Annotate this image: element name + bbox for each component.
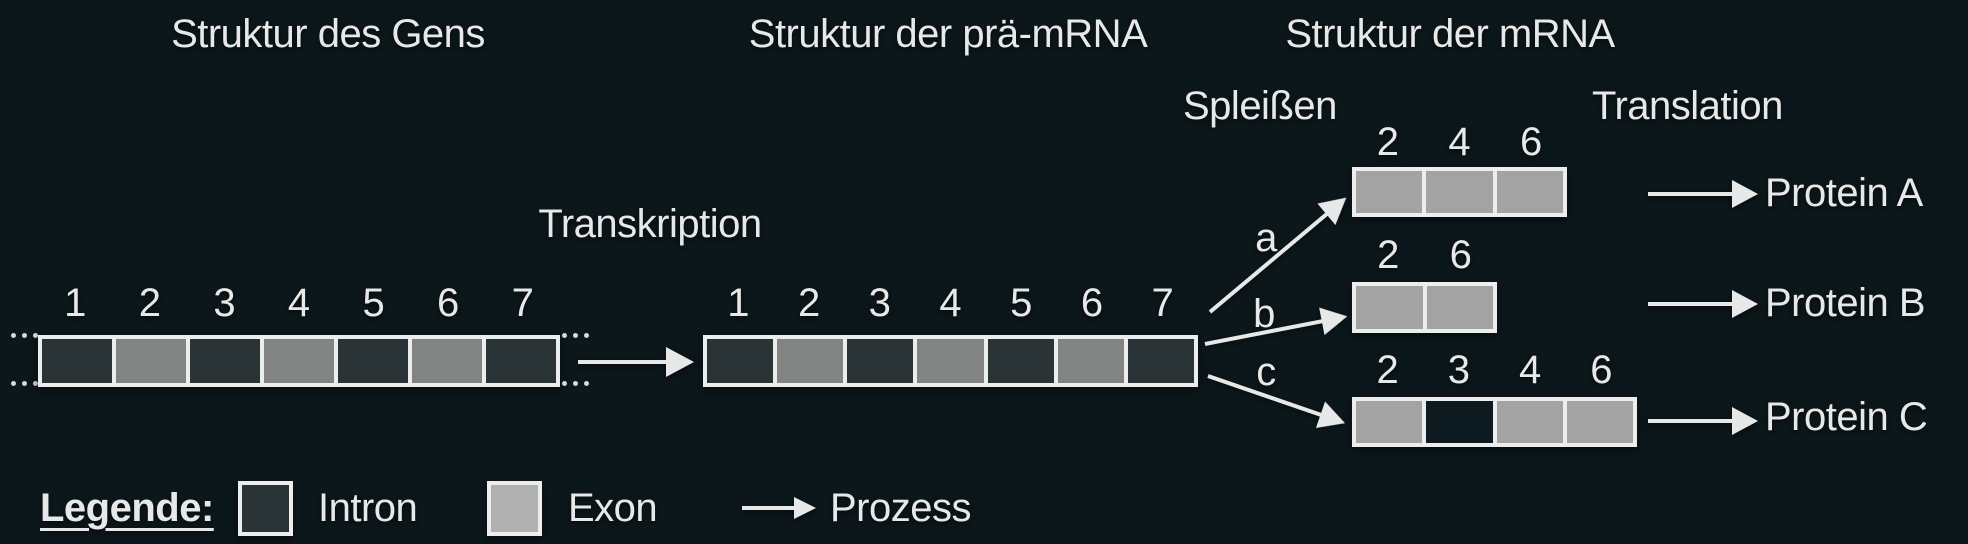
mrna-b-exon-6 (1426, 286, 1493, 329)
mrna-b-segment-numbers: 2 6 (1352, 235, 1497, 275)
protein-c-label: Protein C (1765, 395, 1928, 439)
gene-continuation-dots-left-bottom (11, 381, 38, 386)
mrna-a-segment-numbers: 2 4 6 (1352, 122, 1567, 162)
legend-intron-label: Intron (318, 486, 418, 530)
gene-intron-5 (338, 339, 408, 383)
mrna-c-number: 2 (1376, 348, 1399, 392)
pre-mrna-intron-3 (847, 339, 914, 383)
mrna-b-box-row (1352, 282, 1497, 333)
mrna-c-number: 4 (1519, 348, 1542, 392)
gene-exon-2 (116, 339, 186, 383)
pre-mrna-box-row (703, 335, 1198, 387)
translation-arrow-c (1648, 407, 1758, 435)
legend-process-arrow (742, 497, 816, 519)
protein-b-label: Protein B (1765, 281, 1926, 325)
legend-process-label: Prozess (830, 486, 972, 530)
mrna-c-retained-intron-3 (1426, 401, 1493, 443)
pre-mrna-intron-7 (1127, 339, 1194, 383)
arrowhead-icon (666, 347, 694, 377)
pre-mrna-number: 7 (1151, 281, 1174, 325)
gene-box-row (38, 335, 560, 387)
mrna-a-number: 4 (1448, 120, 1471, 164)
legend-intron-swatch (238, 481, 293, 536)
pre-mrna-number: 4 (939, 281, 962, 325)
gene-number: 6 (437, 281, 460, 325)
mrna-c-exon-6 (1566, 401, 1633, 443)
arrowhead-icon (794, 497, 816, 519)
translation-arrow-b (1648, 290, 1758, 318)
transcription-arrow (578, 347, 694, 377)
pre-mrna-exon-6 (1057, 339, 1124, 383)
gene-intron-3 (190, 339, 260, 383)
splicing-label: Spleißen (1183, 84, 1337, 128)
gene-number: 3 (213, 281, 236, 325)
pre-mrna-number: 6 (1080, 281, 1104, 325)
mrna-b-number: 6 (1449, 233, 1472, 277)
branch-a-label: a (1255, 216, 1277, 260)
mrna-a-exon-2 (1356, 171, 1423, 213)
legend-exon-label: Exon (568, 486, 658, 530)
mrna-c-number: 3 (1447, 348, 1470, 392)
gene-number: 7 (511, 281, 534, 325)
translation-label: Translation (1592, 84, 1783, 128)
arrowhead-icon (1315, 401, 1350, 437)
pre-mrna-structure-title: Struktur der prä-mRNA (748, 12, 1148, 56)
gene-segment-numbers: 1 2 3 4 5 6 7 (38, 283, 560, 323)
gene-intron-7 (486, 339, 556, 383)
gene-exon-4 (264, 339, 334, 383)
gene-continuation-dots-left-top (11, 333, 38, 338)
mrna-c-exon-4 (1496, 401, 1563, 443)
gene-number: 1 (64, 281, 87, 325)
legend-heading: Legende: (40, 486, 214, 530)
legend-exon-swatch (487, 481, 542, 536)
mrna-a-exon-4 (1426, 171, 1493, 213)
gene-number: 5 (362, 281, 385, 325)
splice-arrow-a (1201, 186, 1356, 323)
mrna-c-box-row (1352, 397, 1637, 447)
mrna-b-number: 2 (1377, 233, 1400, 277)
branch-b-label: b (1253, 292, 1275, 336)
pre-mrna-exon-4 (917, 339, 984, 383)
mrna-structure-title: Struktur der mRNA (1285, 12, 1615, 56)
gene-structure-title: Struktur des Gens (171, 12, 485, 56)
pre-mrna-exon-2 (777, 339, 844, 383)
pre-mrna-segment-numbers: 1 2 3 4 5 6 7 (703, 283, 1198, 323)
gene-exon-6 (412, 339, 482, 383)
translation-arrow-a (1648, 180, 1758, 208)
arrowhead-icon (1732, 290, 1758, 318)
branch-c-label: c (1256, 350, 1276, 394)
gene-number: 2 (138, 281, 161, 325)
gene-continuation-dots-right-top (562, 333, 589, 338)
arrowhead-icon (1732, 407, 1758, 435)
mrna-a-number: 2 (1376, 120, 1399, 164)
mrna-c-segment-numbers: 2 3 4 6 (1352, 350, 1637, 390)
protein-a-label: Protein A (1765, 171, 1923, 215)
gene-continuation-dots-right-bottom (562, 381, 589, 386)
mrna-a-exon-6 (1496, 171, 1563, 213)
transcription-label: Transkription (538, 202, 762, 246)
mrna-c-number: 6 (1590, 348, 1613, 392)
pre-mrna-number: 3 (868, 281, 891, 325)
gene-number: 4 (287, 281, 311, 325)
mrna-b-exon-2 (1356, 286, 1423, 329)
gene-intron-1 (42, 339, 112, 383)
arrowhead-icon (1732, 180, 1758, 208)
mrna-a-box-row (1352, 167, 1567, 217)
pre-mrna-number: 1 (727, 281, 750, 325)
mrna-c-exon-2 (1356, 401, 1423, 443)
mrna-a-number: 6 (1520, 120, 1543, 164)
pre-mrna-number: 5 (1010, 281, 1033, 325)
splice-arrow-c (1203, 363, 1350, 437)
pre-mrna-intron-5 (987, 339, 1054, 383)
pre-mrna-intron-1 (707, 339, 774, 383)
pre-mrna-number: 2 (797, 281, 821, 325)
arrowhead-icon (1319, 302, 1351, 336)
